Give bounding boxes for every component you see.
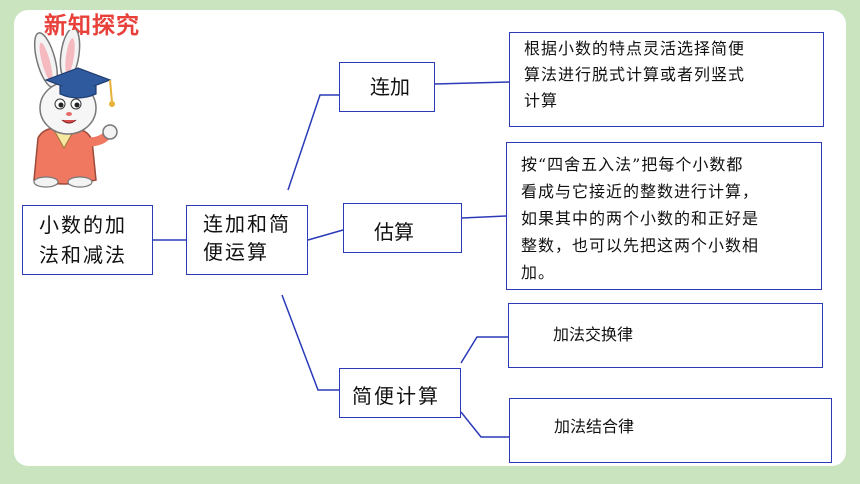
branch-jianbian: 简便计算 — [339, 368, 461, 418]
detail-lianjia-line: 计算 — [524, 91, 559, 110]
detail-jiaohuan-label: 加法交换律 — [553, 325, 634, 344]
middle-node-line2: 便运算 — [203, 240, 269, 264]
root-node: 小数的加 法和减法 — [22, 205, 153, 275]
detail-gusuan: 按“四舍五入法”把每个小数都 看成与它接近的整数进行计算， 如果其中的两个小数的… — [506, 142, 822, 290]
branch-jianbian-label: 简便计算 — [352, 384, 440, 408]
detail-jiaohuan: 加法交换律 — [508, 303, 823, 368]
detail-gusuan-line: 按“四舍五入法”把每个小数都 — [521, 155, 744, 174]
middle-node: 连加和简 便运算 — [186, 205, 308, 275]
detail-lianjia-line: 算法进行脱式计算或者列竖式 — [524, 65, 746, 84]
detail-jiehe: 加法结合律 — [509, 398, 832, 463]
page-title: 新知探究 — [44, 13, 140, 39]
root-node-line1: 小数的加 — [39, 213, 127, 237]
connector-middle-lianjia — [287, 94, 339, 191]
rabbit-mascot-icon — [33, 30, 118, 188]
branch-gusuan: 估算 — [343, 203, 462, 253]
detail-gusuan-line: 看成与它接近的整数进行计算， — [521, 182, 760, 201]
branch-lianjia-label: 连加 — [370, 75, 410, 99]
branch-lianjia: 连加 — [339, 62, 435, 112]
connector-jianbian-jiehe — [460, 411, 509, 438]
detail-lianjia: 根据小数的特点灵活选择简便 算法进行脱式计算或者列竖式 计算 — [509, 32, 824, 127]
root-node-line2: 法和减法 — [39, 243, 127, 267]
connector-middle-jianbian — [281, 294, 339, 391]
middle-node-line1: 连加和简 — [203, 212, 291, 236]
detail-gusuan-line: 整数，也可以先把这两个小数相 — [521, 236, 760, 255]
branch-gusuan-label: 估算 — [374, 220, 414, 244]
connector-jianbian-jiaohuan — [460, 336, 508, 364]
detail-jiehe-label: 加法结合律 — [554, 417, 635, 436]
connector-lianjia-detail — [434, 81, 510, 85]
detail-gusuan-line: 加。 — [521, 263, 556, 282]
connector-gusuan-detail — [461, 215, 507, 219]
detail-lianjia-line: 根据小数的特点灵活选择简便 — [524, 39, 746, 58]
connector-middle-gusuan — [307, 229, 344, 241]
detail-gusuan-line: 如果其中的两个小数的和正好是 — [521, 209, 760, 228]
